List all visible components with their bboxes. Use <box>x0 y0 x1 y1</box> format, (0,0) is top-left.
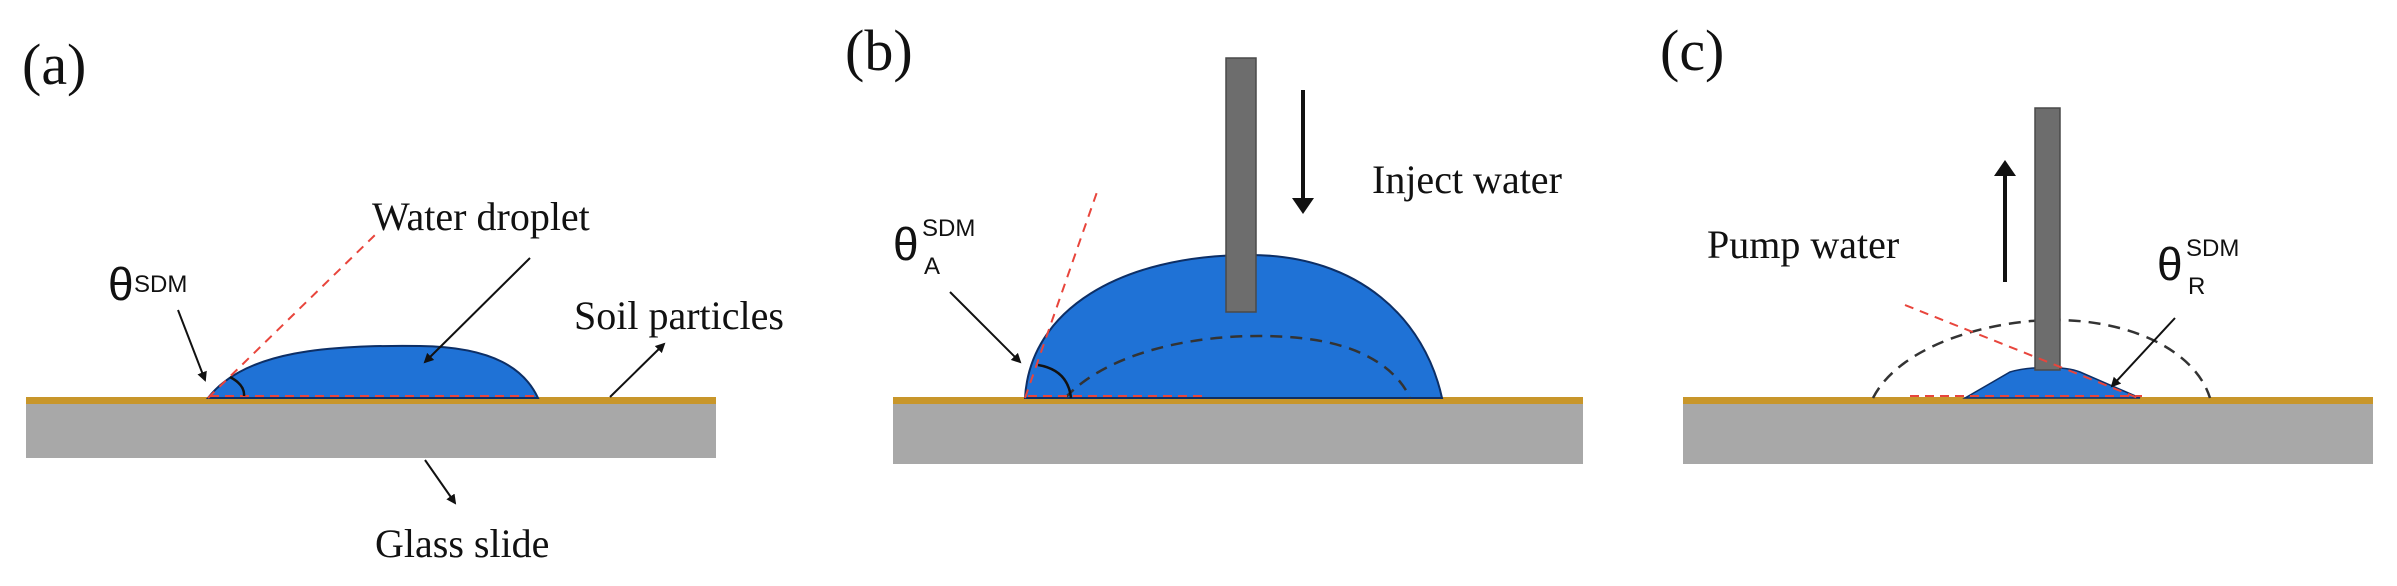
pump-water-label: Pump water <box>1707 222 1899 267</box>
tangent-line <box>207 234 376 399</box>
needle <box>1225 57 1257 313</box>
theta-r-arrow <box>2110 317 2176 388</box>
soil-layer <box>893 397 1583 404</box>
soil-pointer <box>609 342 666 398</box>
soil-particles-label: Soil particles <box>574 293 784 338</box>
glass-slide <box>893 404 1583 464</box>
theta-a-subscript: A <box>924 253 940 280</box>
inject-water-label: Inject water <box>1372 157 1562 202</box>
angle-arc <box>229 375 246 397</box>
pump-arrow-icon <box>1994 160 2016 176</box>
theta-sdm-symbol: θ <box>108 258 134 310</box>
panel-c-label: (c) <box>1660 18 1724 83</box>
water-droplet <box>205 344 540 399</box>
glass-pointer <box>424 459 457 505</box>
panel-b-label: (b) <box>845 18 913 83</box>
water-droplet-label: Water droplet <box>372 194 590 239</box>
theta-a-symbol: θ <box>893 218 919 270</box>
advancing-tangent <box>1024 191 1098 399</box>
theta-r-superscript: SDM <box>2186 235 2239 262</box>
inject-arrow-icon <box>1292 198 1314 214</box>
panel-a: (a) θ SDM Water droplet Soil particles G… <box>22 32 784 566</box>
theta-arrow <box>177 309 207 382</box>
theta-r-symbol: θ <box>2157 238 2183 290</box>
glass-slide <box>26 404 716 458</box>
droplet-pointer <box>423 257 531 364</box>
soil-layer <box>1683 397 2373 404</box>
panel-b: (b) θ SDM A Inject water <box>845 18 1583 464</box>
original-droplet-outline <box>1064 334 1412 399</box>
panel-c: (c) Pump water θ SDM R <box>1660 18 2373 464</box>
theta-a-superscript: SDM <box>922 215 975 242</box>
theta-sdm-subscript: SDM <box>134 271 187 298</box>
theta-a-arrow <box>949 291 1022 364</box>
needle <box>2034 107 2061 371</box>
receding-tangent <box>1904 304 2139 399</box>
panel-a-label: (a) <box>22 32 86 97</box>
soil-layer <box>26 397 716 404</box>
glass-slide <box>1683 404 2373 464</box>
glass-slide-label: Glass slide <box>375 521 549 566</box>
advancing-angle-arc <box>1037 363 1073 399</box>
theta-r-subscript: R <box>2188 273 2205 300</box>
